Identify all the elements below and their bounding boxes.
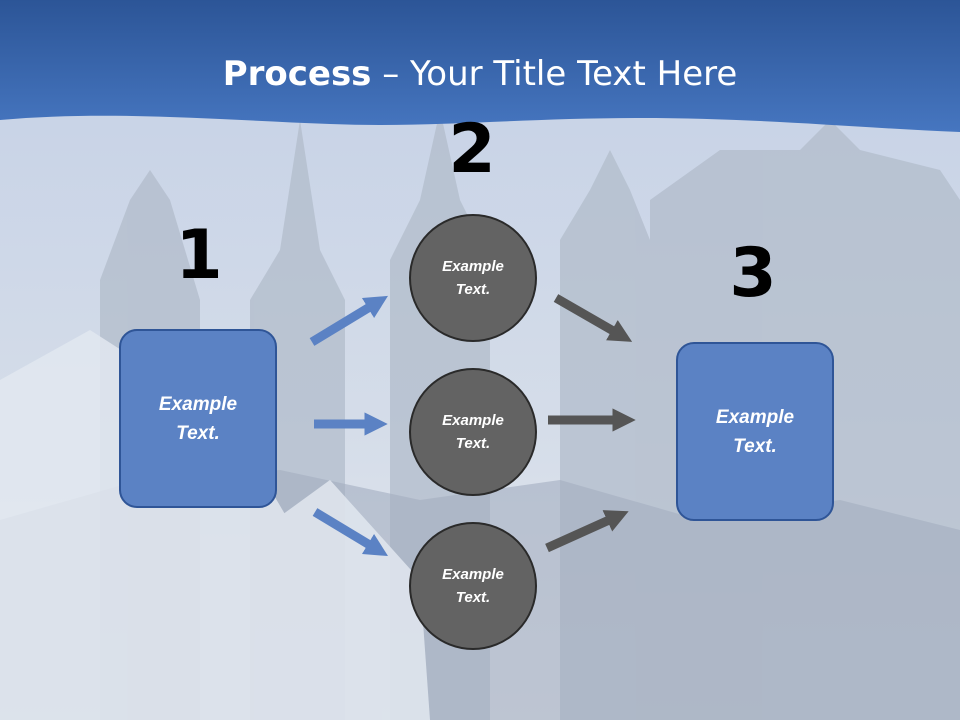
input-box: Example Text. [119, 329, 277, 508]
circle-1-line-1: Example [442, 258, 504, 275]
header-band [0, 0, 960, 132]
circle-2-line-1: Example [442, 412, 504, 429]
output-box-line-2: Text. [733, 435, 777, 457]
process-circle-1: Example Text. [409, 214, 537, 342]
output-box: Example Text. [676, 342, 834, 521]
title-rest: – Your Title Text Here [371, 54, 738, 94]
arrow-circle-1-to-output [553, 294, 633, 342]
process-circle-3: Example Text. [409, 522, 537, 650]
input-box-line-1: Example [158, 393, 238, 415]
slide-title: Process – Your Title Text Here [0, 52, 960, 96]
step-number-2: 2 [448, 110, 496, 189]
circle-1-line-2: Text. [455, 281, 491, 298]
output-box-line-1: Example [715, 406, 795, 428]
circle-3-line-2: Text. [455, 589, 491, 606]
circle-3-line-1: Example [442, 566, 504, 583]
arrow-input-to-circle-3 [312, 508, 389, 557]
arrow-input-to-circle-1 [309, 295, 389, 346]
arrow-circle-3-to-output [545, 510, 629, 553]
circle-2-line-2: Text. [455, 435, 491, 452]
process-circle-2: Example Text. [409, 368, 537, 496]
title-bold: Process [222, 54, 372, 94]
step-number-1: 1 [175, 216, 223, 295]
input-box-line-2: Text. [176, 422, 220, 444]
step-number-3: 3 [729, 234, 777, 313]
